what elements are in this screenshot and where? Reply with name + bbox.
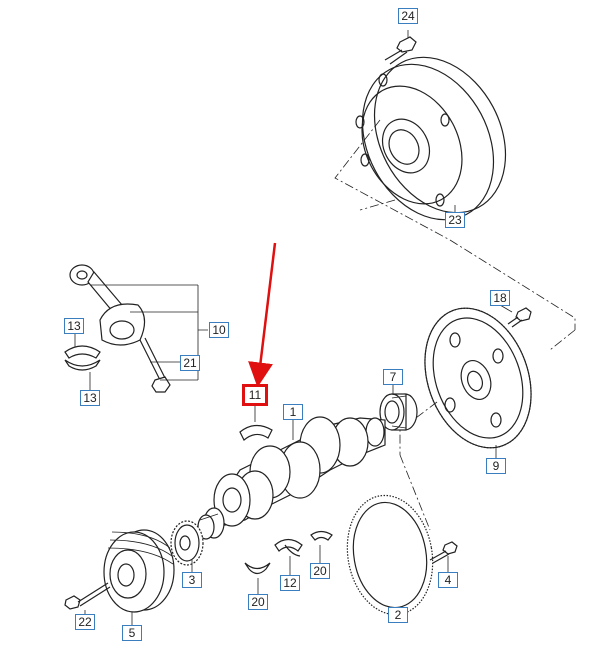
callout-22[interactable]: 22 <box>75 614 95 630</box>
bearing-shell-11 <box>239 405 273 441</box>
flexplate-9 <box>424 307 532 458</box>
callout-4[interactable]: 4 <box>438 572 458 588</box>
callout-11-highlighted[interactable]: 11 <box>242 384 268 406</box>
callout-9[interactable]: 9 <box>486 458 506 474</box>
callout-5[interactable]: 5 <box>122 625 142 641</box>
callout-12[interactable]: 12 <box>280 575 300 591</box>
callout-2[interactable]: 2 <box>388 607 408 623</box>
callout-20-right[interactable]: 20 <box>310 563 330 579</box>
bolt-18 <box>499 304 532 328</box>
bolt-24 <box>384 30 417 65</box>
callout-13-top[interactable]: 13 <box>64 318 84 334</box>
callout-7[interactable]: 7 <box>383 369 403 385</box>
bolt-22 <box>64 582 111 614</box>
connecting-rod-10 <box>69 264 208 393</box>
crankshaft-1 <box>197 416 386 540</box>
highlight-arrow <box>248 242 277 388</box>
callout-10[interactable]: 10 <box>209 322 229 338</box>
sprocket-3 <box>170 520 204 572</box>
drive-plate-top <box>355 56 507 221</box>
callout-20-left[interactable]: 20 <box>248 594 268 610</box>
pulley-5 <box>103 529 175 625</box>
callout-24[interactable]: 24 <box>398 8 418 24</box>
callout-21[interactable]: 21 <box>180 355 200 371</box>
thrust-washers-12-20 <box>244 530 333 594</box>
bearing-shell-13 <box>64 334 180 390</box>
callout-13-bottom[interactable]: 13 <box>80 390 100 406</box>
bolt-4 <box>429 541 458 572</box>
callout-23[interactable]: 23 <box>445 212 465 228</box>
ring-gear-2 <box>346 494 434 616</box>
callout-3[interactable]: 3 <box>182 572 202 588</box>
callout-1[interactable]: 1 <box>283 404 303 420</box>
needle-bearing-7 <box>379 385 418 431</box>
callout-18[interactable]: 18 <box>490 290 510 306</box>
